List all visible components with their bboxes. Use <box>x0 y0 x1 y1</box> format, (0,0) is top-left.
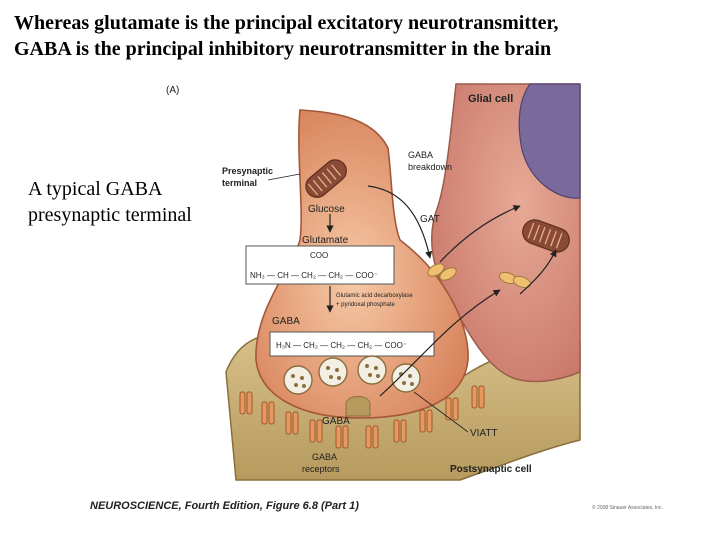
label-gad-1: Glutamic acid decarboxylase <box>336 293 413 299</box>
gat-transporter <box>439 267 457 281</box>
label-glial-cell: Glial cell <box>468 93 513 105</box>
synaptic-vesicle <box>391 363 421 393</box>
label-gaba-receptors-2: receptors <box>302 464 340 474</box>
glutamate-formula-top: COO <box>310 251 328 260</box>
release-site <box>345 396 371 417</box>
figure-credit: NEUROSCIENCE, Fourth Edition, Figure 6.8… <box>90 500 359 512</box>
arrow-gat-to-glia <box>439 205 521 263</box>
glial-mitochondrion <box>522 219 570 253</box>
title-line-1: Whereas glutamate is the principal excit… <box>14 12 559 34</box>
gaba-formula: H₃N — CH₂ — CH₂ — CH₂ — COO⁻ <box>276 341 407 350</box>
label-glutamate: Glutamate <box>302 235 349 246</box>
leader-viatt <box>413 391 469 433</box>
title-line-2: GABA is the principal inhibitory neurotr… <box>14 38 552 60</box>
label-gaba-cleft: GABA <box>322 416 350 427</box>
gaba-receptors <box>239 385 485 449</box>
arrow-cleft-uptake <box>379 289 501 397</box>
synaptic-vesicle <box>357 355 387 385</box>
glutamate-formula-box <box>245 245 395 285</box>
gat-transporter <box>427 263 445 277</box>
arrow-gaba-breakdown <box>367 185 433 259</box>
label-gaba: GABA <box>272 316 300 327</box>
label-viatt: VIATT <box>470 428 498 439</box>
label-glucose: Glucose <box>308 204 345 215</box>
label-presynaptic-1: Presynaptic <box>222 166 273 176</box>
synaptic-vesicle <box>318 357 348 387</box>
glutamate-formula-main: NH₃ — CH — CH₂ — CH₂ — COO⁻ <box>250 271 378 280</box>
glial-nucleus <box>518 83 581 199</box>
label-gat: GAT <box>420 214 440 225</box>
label-gad-2: + pyridoxal phosphate <box>336 302 396 308</box>
gaba-formula-box <box>269 331 435 357</box>
arrow-glia-return <box>519 249 557 295</box>
label-gaba-breakdown-2: breakdown <box>408 162 452 172</box>
copyright-notice: © 2008 Sinauer Associates, Inc. <box>592 505 663 511</box>
synaptic-vesicle <box>283 365 313 395</box>
leader-presynaptic <box>267 173 301 181</box>
label-presynaptic-2: terminal <box>222 178 257 188</box>
caption: A typical GABA presynaptic terminal <box>28 176 198 228</box>
terminal-mitochondrion <box>305 159 347 198</box>
label-postsynaptic-cell: Postsynaptic cell <box>450 464 532 475</box>
label-gaba-breakdown-1: GABA <box>408 150 433 160</box>
panel-label: (A) <box>166 85 179 96</box>
label-gaba-receptors-1: GABA <box>312 452 337 462</box>
caption-line-2: presynaptic terminal <box>28 204 192 226</box>
gat-transporter <box>512 275 532 289</box>
caption-line-1: A typical GABA <box>28 178 163 200</box>
slide-title: Whereas glutamate is the principal excit… <box>14 10 714 62</box>
